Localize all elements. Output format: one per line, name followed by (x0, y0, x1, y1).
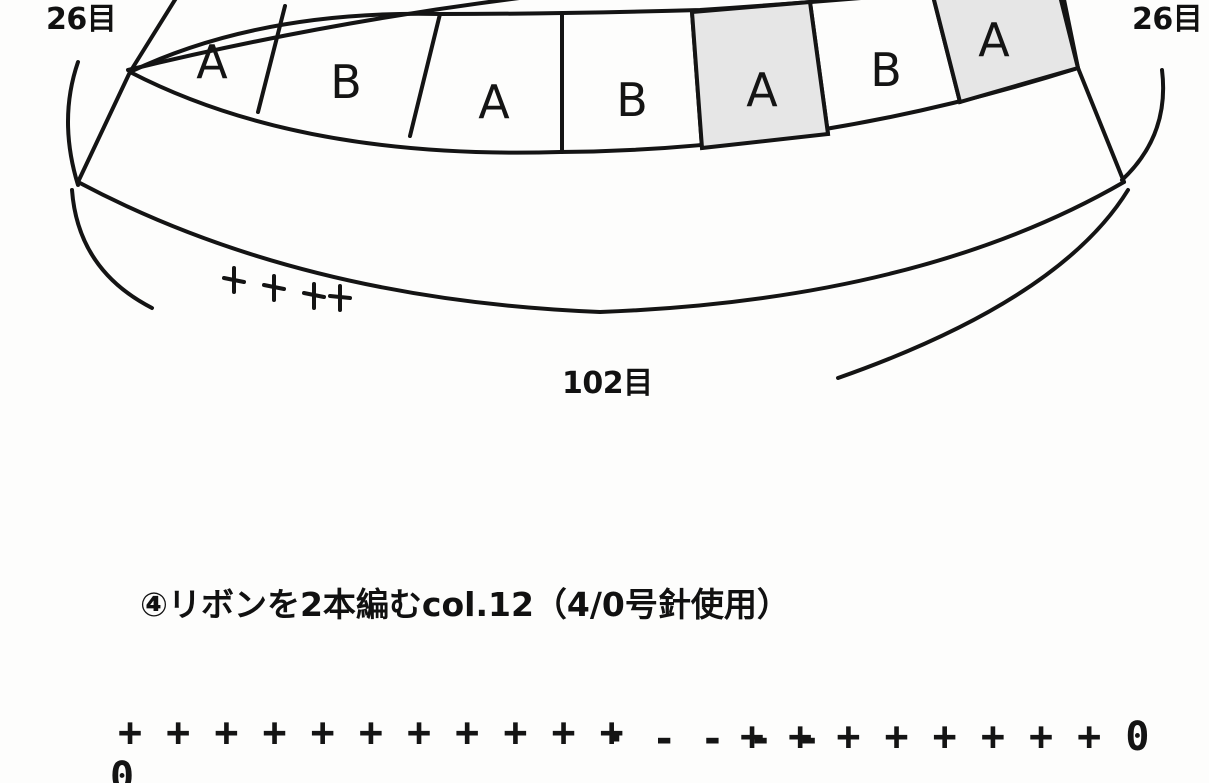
shaded-block (689, 0, 831, 151)
block-letter: A (196, 35, 228, 89)
right-outer-arc-lower (836, 188, 1130, 380)
block-divider (256, 4, 287, 114)
chart-row-top-left: + + + + + + + + + + + (118, 710, 624, 756)
block-letter: B (870, 43, 902, 97)
bottom-stitch-count: 102目 (562, 366, 653, 401)
stitch-mark (222, 266, 246, 294)
right-stitch-count: 26目 (1132, 2, 1203, 37)
top-band-edge (126, 0, 520, 72)
left-outer-arc (66, 60, 80, 187)
stitch-mark (302, 282, 326, 310)
right-outer-arc (1120, 68, 1166, 182)
chart-row-bottom-start: 0 (110, 754, 134, 783)
band-left-side (76, 70, 132, 184)
block-row-top-edge (128, 0, 862, 74)
stitch-mark (262, 274, 286, 302)
chart-row-top-right: + + + + + + + + 0 (740, 714, 1149, 760)
left-outer-arc-lower (70, 188, 154, 310)
block-divider (408, 12, 442, 138)
left-stitch-count: 26目 (46, 2, 117, 37)
block-letter: B (330, 55, 362, 109)
block-letter: A (746, 63, 778, 117)
band-left-top (128, 0, 178, 74)
band-right-side (1076, 66, 1126, 184)
block-letter: A (478, 75, 510, 129)
block-row-bottom-edge (128, 66, 1080, 155)
stitch-mark (328, 284, 352, 312)
block-letter: A (978, 13, 1010, 67)
lower-band-edge (76, 180, 1126, 314)
shaded-block (931, 0, 1081, 105)
block-letter: B (616, 73, 648, 127)
chart-gap-marker: · - - - - (604, 716, 821, 762)
step-instruction-title: ④リボンを2本編むcol.12（4/0号針使用） (140, 585, 790, 624)
